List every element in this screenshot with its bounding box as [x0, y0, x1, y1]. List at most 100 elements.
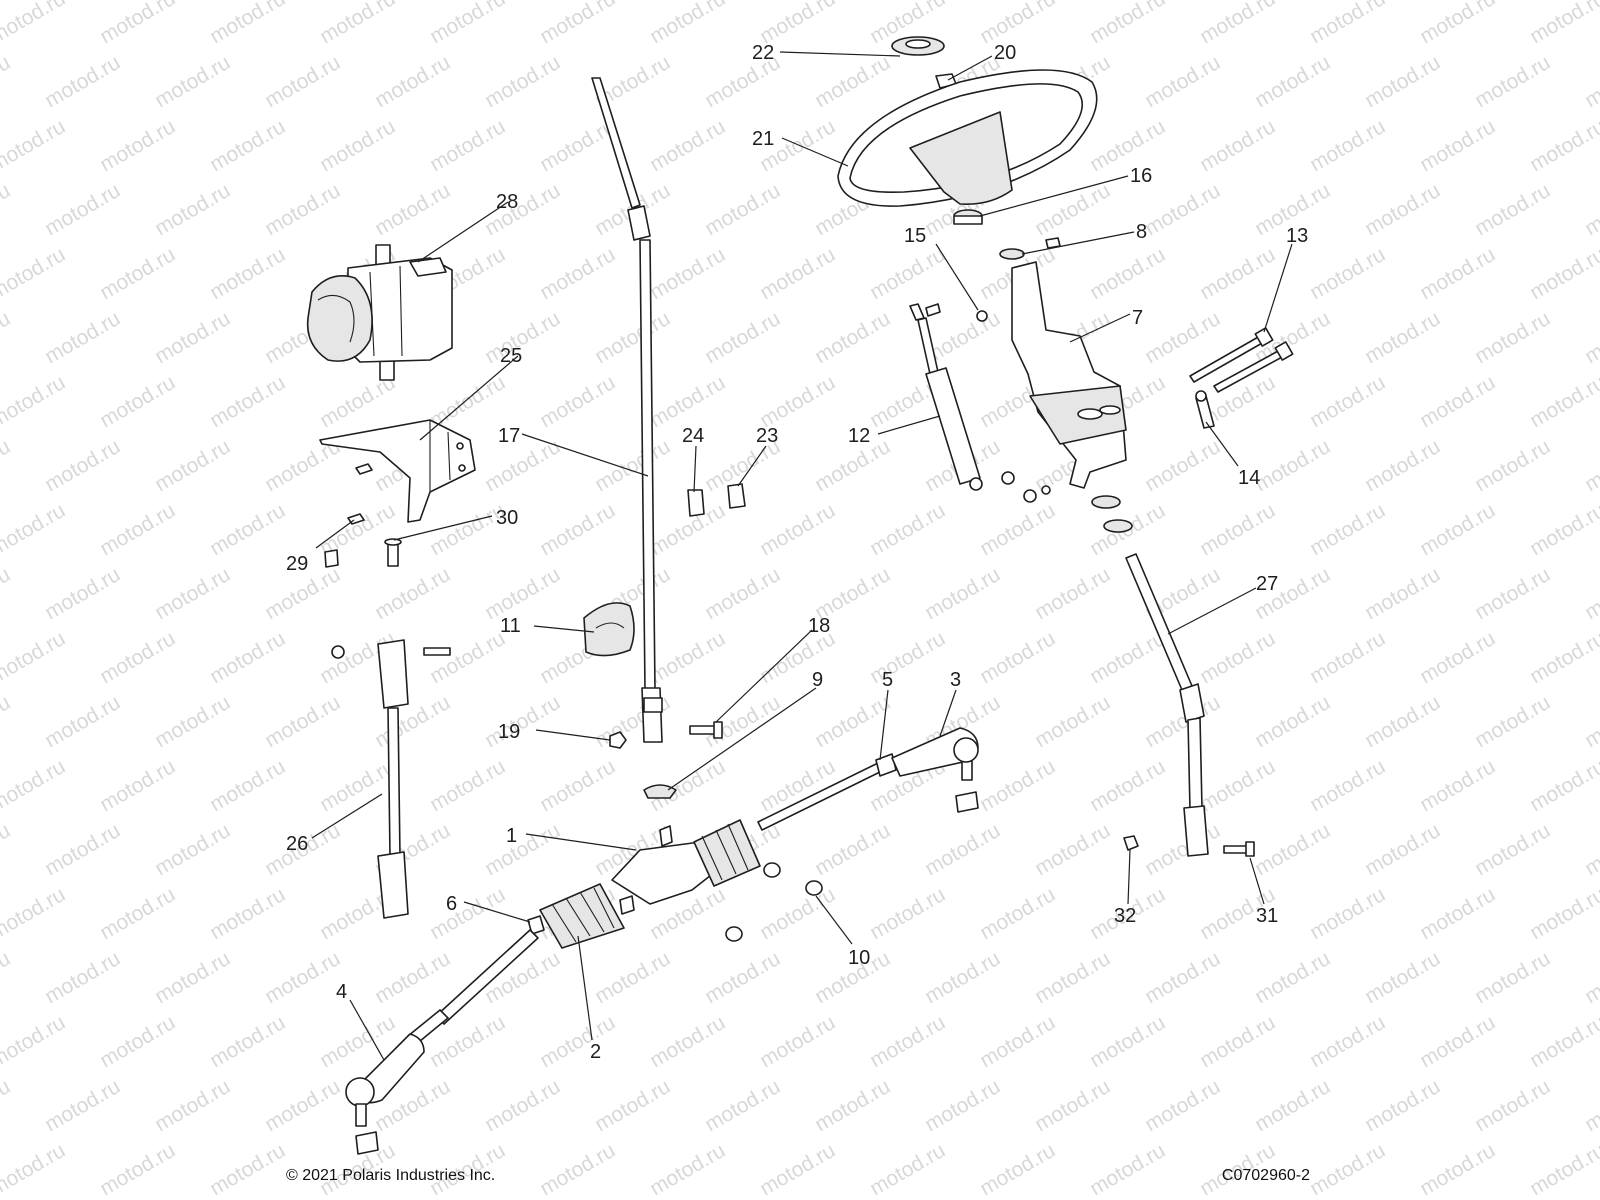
watermark-text: motod.ru — [756, 371, 839, 432]
callout-2: 2 — [590, 1041, 601, 1063]
watermark-text: motod.ru — [1251, 691, 1334, 752]
leader-lines — [311, 51, 1293, 1061]
callout-5: 5 — [882, 669, 893, 691]
part-17-steering-shaft[interactable] — [591, 77, 663, 743]
watermark-text: motod.ru — [1361, 563, 1444, 624]
watermark-text: motod.ru — [151, 179, 234, 240]
part-31-bolt[interactable] — [1223, 841, 1255, 857]
watermark-text: motod.ru — [481, 691, 564, 752]
watermark-text: motod.ru — [1581, 307, 1600, 368]
callout-21: 21 — [752, 128, 774, 150]
watermark-text: motod.ru — [0, 371, 69, 432]
watermark-text: motod.ru — [316, 115, 399, 176]
watermark-text: motod.ru — [591, 307, 674, 368]
watermark-text: motod.ru — [151, 819, 234, 880]
part-6-jam-nut[interactable] — [527, 915, 545, 935]
watermark-text: motod.ru — [1306, 499, 1389, 560]
watermark-text: motod.ru — [1141, 947, 1224, 1008]
watermark-text: motod.ru — [0, 1139, 69, 1200]
watermark-text: motod.ru — [1196, 0, 1279, 48]
part-4-inner-outer-tie-rod-left[interactable] — [345, 929, 539, 1155]
watermark-text: motod.ru — [1306, 1139, 1389, 1200]
callout-8: 8 — [1136, 221, 1147, 243]
watermark-text: motod.ru — [206, 883, 289, 944]
part-32-nut[interactable] — [1123, 835, 1139, 851]
part-11-boot[interactable] — [583, 602, 635, 657]
callout-10: 10 — [848, 947, 870, 969]
watermark-text: motod.ru — [1086, 0, 1169, 48]
watermark-text: motod.ru — [1196, 243, 1279, 304]
watermark-text: motod.ru — [261, 179, 344, 240]
part-3-tie-rod-end[interactable] — [891, 727, 979, 813]
watermark-text: motod.ru — [151, 1075, 234, 1136]
watermark-text: motod.ru — [1361, 51, 1444, 112]
watermark-text: motod.ru — [1251, 947, 1334, 1008]
watermark-text: motod.ru — [426, 627, 509, 688]
watermark-text: motod.ru — [1086, 627, 1169, 688]
part-lower-bushings[interactable] — [1091, 495, 1133, 533]
callout-15: 15 — [904, 225, 926, 247]
callout-6: 6 — [446, 893, 457, 915]
watermark-text: motod.ru — [1086, 243, 1169, 304]
watermark-text: motod.ru — [1526, 883, 1600, 944]
watermark-text: motod.ru — [1361, 307, 1444, 368]
watermark-text: motod.ru — [371, 947, 454, 1008]
watermark-text: motod.ru — [371, 563, 454, 624]
watermark-text: motod.ru — [0, 1011, 69, 1072]
callout-28: 28 — [496, 191, 518, 213]
part-21-steering-wheel[interactable] — [837, 69, 1098, 207]
watermark-text: motod.ru — [1306, 755, 1389, 816]
watermark-text: motod.ru — [1471, 819, 1554, 880]
part-24-clip[interactable] — [687, 489, 705, 517]
part-22-cap[interactable] — [891, 36, 945, 56]
part-2-rack-boot[interactable] — [539, 819, 761, 949]
watermark-text: motod.ru — [481, 819, 564, 880]
part-30-stud[interactable] — [384, 538, 402, 567]
part-19-nut[interactable] — [609, 731, 627, 749]
watermark-text: motod.ru — [41, 179, 124, 240]
watermark-text: motod.ru — [151, 563, 234, 624]
part-13-bolt[interactable] — [1189, 327, 1294, 393]
watermark-text: motod.ru — [96, 883, 179, 944]
watermark-text: motod.ru — [811, 1075, 894, 1136]
part-8-bushing[interactable] — [999, 248, 1025, 260]
watermark-text: motod.ru — [206, 755, 289, 816]
watermark-text: motod.ru — [1306, 627, 1389, 688]
part-14-bolt[interactable] — [1195, 390, 1215, 429]
part-26-lower-shaft[interactable] — [331, 639, 451, 919]
watermark-text: motod.ru — [591, 1075, 674, 1136]
watermark-text: motod.ru — [701, 307, 784, 368]
watermark-text: motod.ru — [1471, 563, 1554, 624]
part-18-bolt[interactable] — [689, 721, 723, 739]
watermark-text: motod.ru — [1581, 435, 1600, 496]
part-5-inner-tie-rod[interactable] — [757, 753, 897, 831]
part-25-mounting-bracket[interactable] — [319, 419, 476, 523]
part-9-seal[interactable] — [643, 784, 677, 799]
watermark-text: motod.ru — [976, 0, 1059, 48]
part-15-nut[interactable] — [976, 310, 988, 322]
watermark-text: motod.ru — [0, 947, 14, 1008]
watermark-text: motod.ru — [1086, 755, 1169, 816]
watermark-text: motod.ru — [1416, 1139, 1499, 1200]
part-strut-hardware[interactable] — [1001, 471, 1051, 503]
watermark-text: motod.ru — [976, 499, 1059, 560]
watermark-text: motod.ru — [1251, 51, 1334, 112]
watermark-text: motod.ru — [1581, 1075, 1600, 1136]
watermark-text: motod.ru — [1526, 1139, 1600, 1200]
watermark-text: motod.ru — [1471, 51, 1554, 112]
watermark-text: motod.ru — [1031, 1075, 1114, 1136]
part-10-grommet[interactable] — [725, 862, 823, 942]
watermark-text: motod.ru — [1031, 563, 1114, 624]
watermark-text: motod.ru — [646, 371, 729, 432]
watermark-text: motod.ru — [976, 883, 1059, 944]
callout-24: 24 — [682, 425, 704, 447]
watermark-text: motod.ru — [0, 243, 69, 304]
watermark-text: motod.ru — [921, 1075, 1004, 1136]
part-7-column-bracket[interactable] — [1011, 237, 1127, 489]
part-27-intermediate-shaft[interactable] — [1125, 553, 1209, 857]
part-16-bushing[interactable] — [953, 209, 983, 225]
part-23-clip[interactable] — [727, 483, 746, 509]
part-12-gas-strut[interactable] — [909, 303, 983, 491]
part-28-power-steering-unit[interactable] — [306, 244, 453, 381]
